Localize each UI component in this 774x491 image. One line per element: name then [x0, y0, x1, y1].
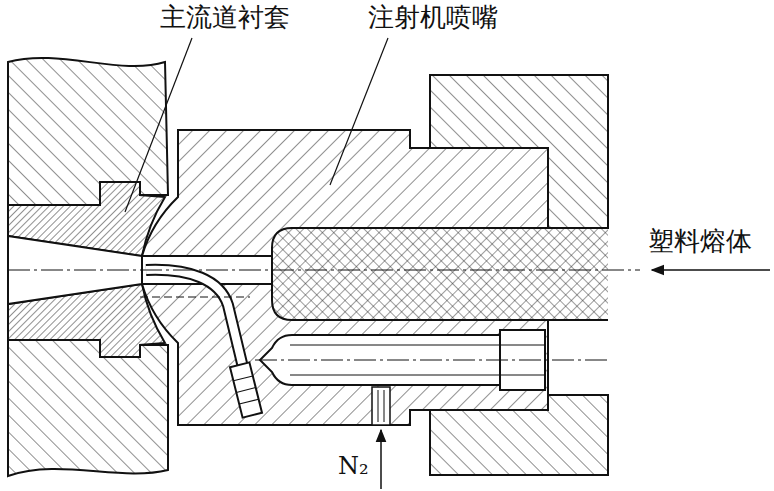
part-label: 注射机喷嘴: [368, 2, 498, 33]
gas-label: N₂: [338, 452, 369, 481]
flow-label: 塑料熔体: [648, 226, 752, 257]
part-label: 主流道衬套: [160, 2, 290, 33]
